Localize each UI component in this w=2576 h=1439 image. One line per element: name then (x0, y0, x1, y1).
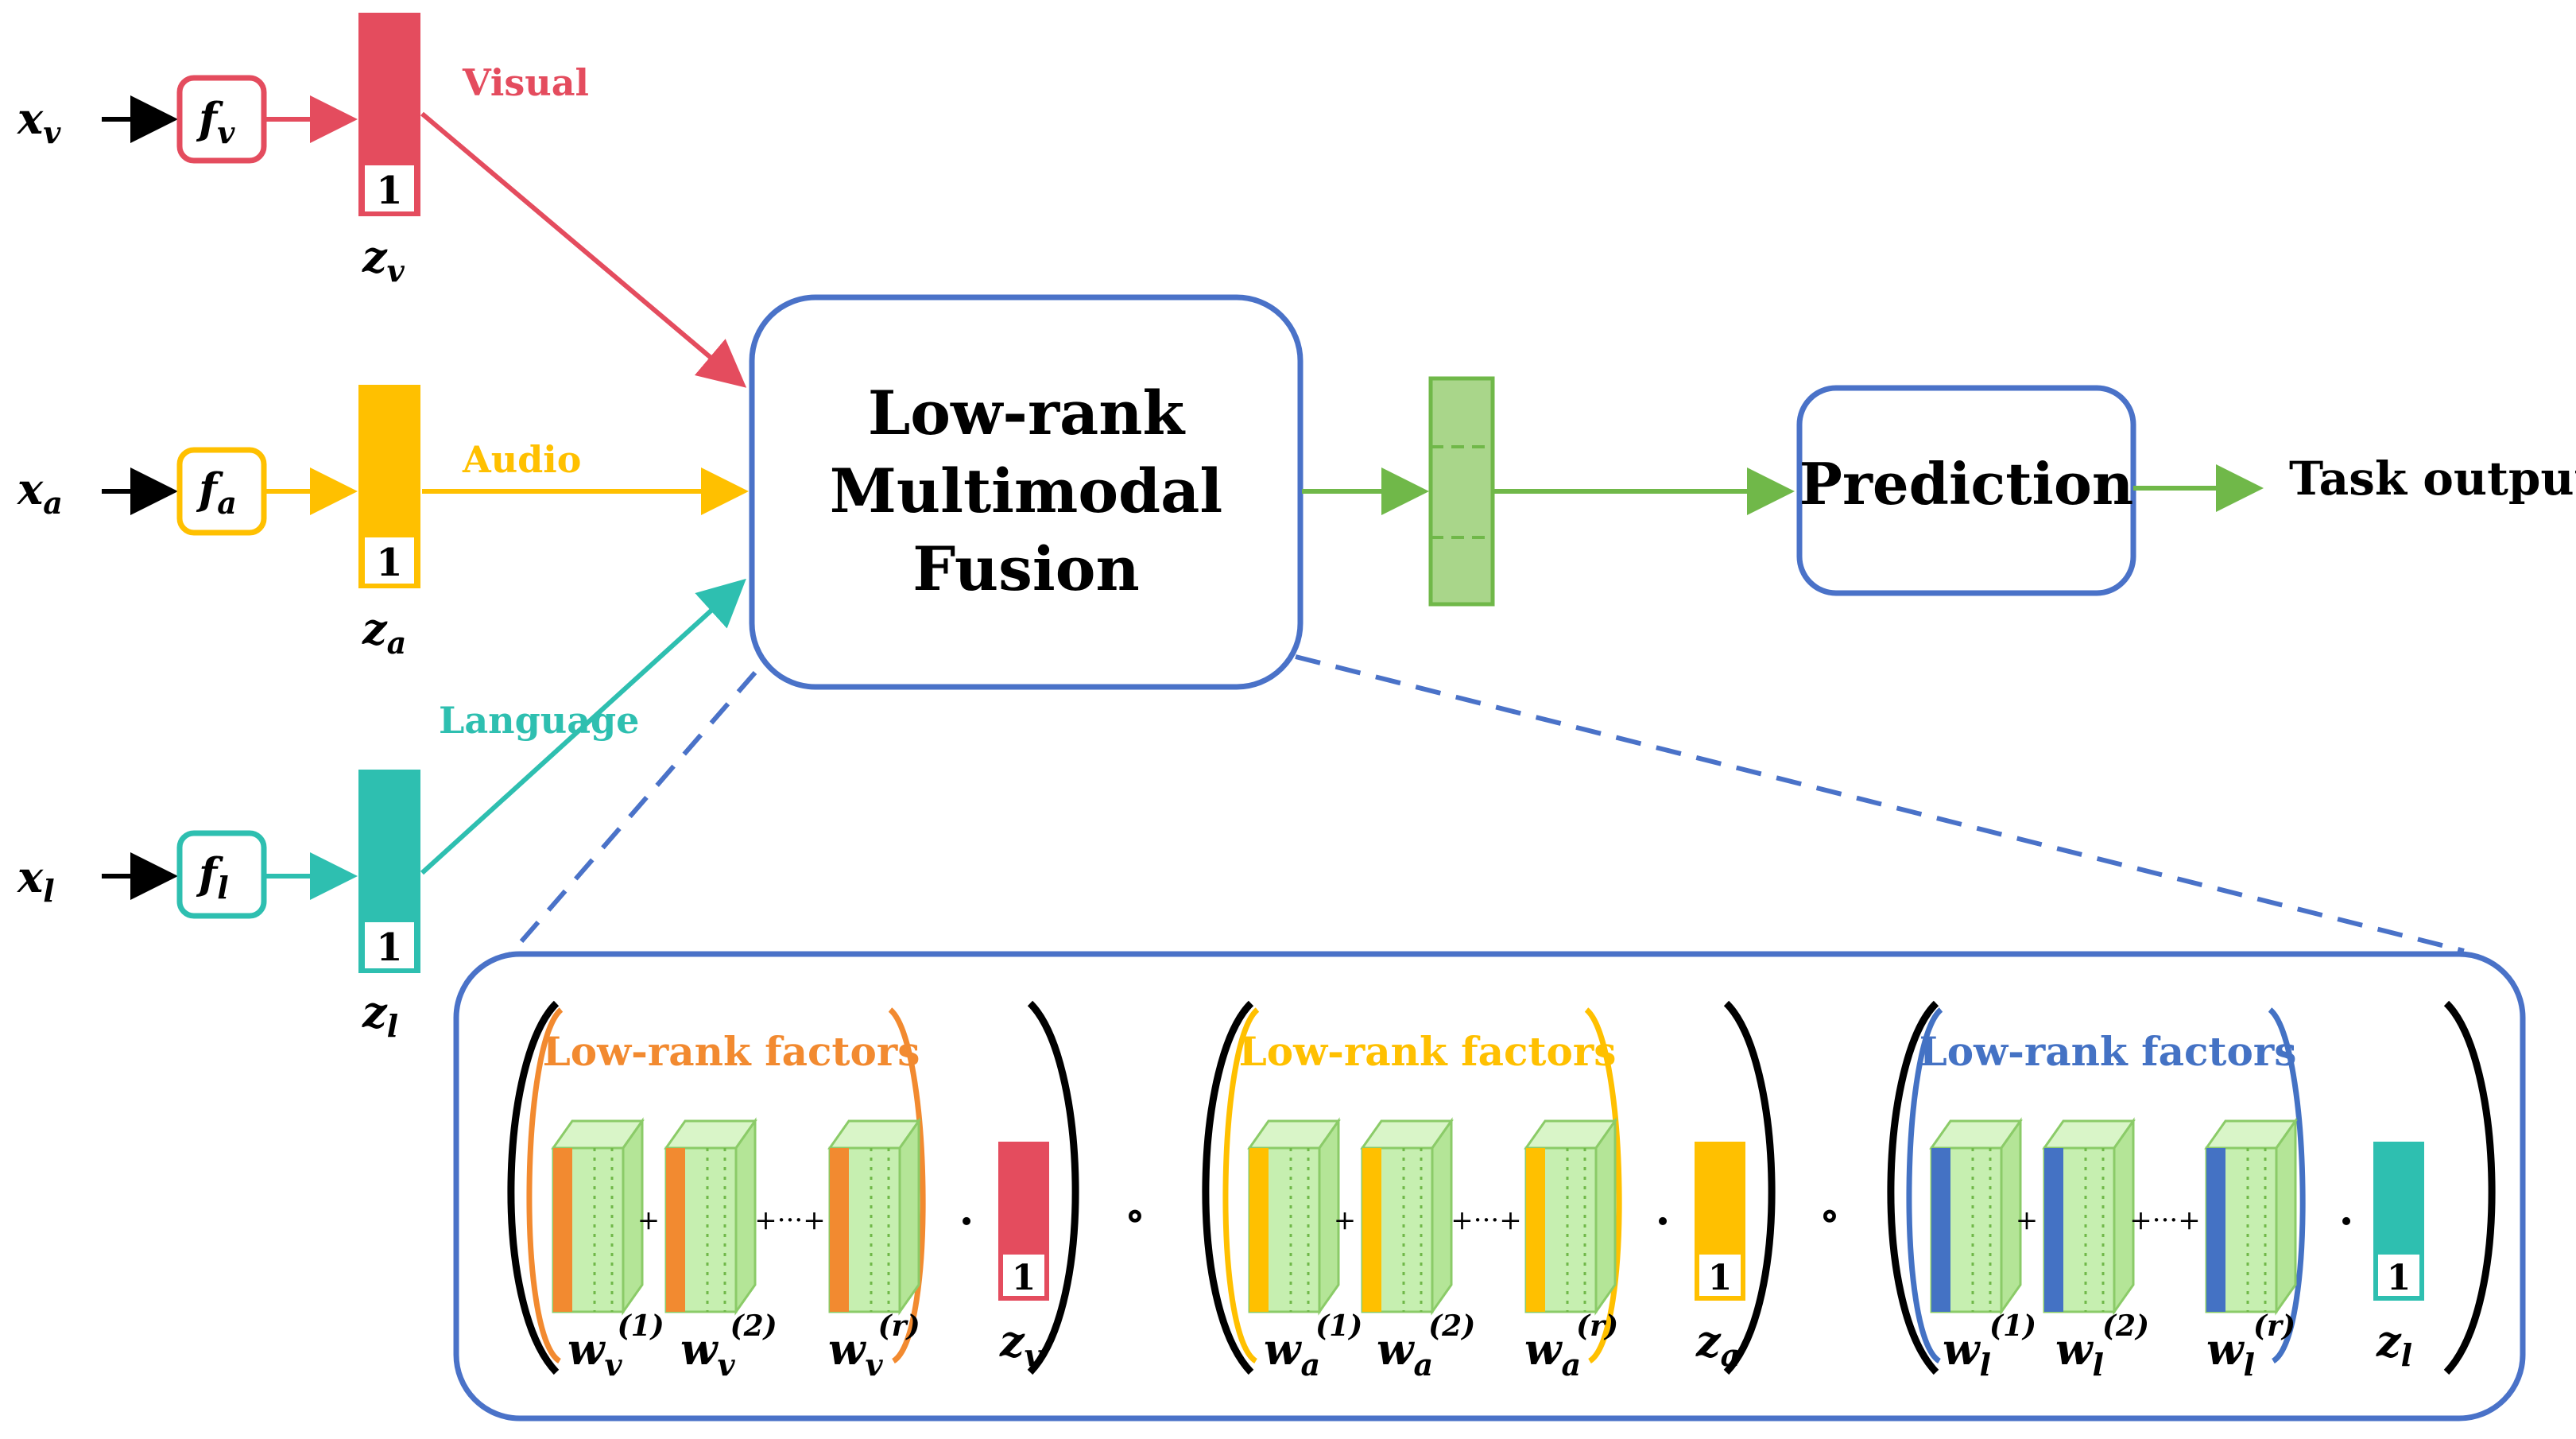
task-output-label: Task output (2289, 452, 2576, 506)
factor-bracket-left-l (1906, 1007, 1943, 1364)
language-input-row: xl fl 1 zl Language (17, 578, 746, 1044)
x-v-label: xv (17, 93, 61, 150)
outer-paren-left-a (1202, 1000, 1254, 1375)
plus-v-1: + (637, 1204, 660, 1236)
w-v-r-label: wv(r) (828, 1309, 920, 1383)
factor-group-visual: Low-rank factors + +···+ wv(1) (507, 1000, 1146, 1383)
z-a-detail-one-cell (1699, 1255, 1741, 1296)
z-v-one-cell (365, 165, 414, 211)
z-a-label: za (362, 603, 406, 661)
x-l-label: xl (17, 851, 55, 909)
factor-bracket-right-a (1584, 1007, 1622, 1364)
z-v-detail-one-cell (1003, 1255, 1044, 1296)
z-v-detail-label: zv (999, 1316, 1043, 1373)
audio-input-row: xa fa 1 za Audio (17, 385, 749, 661)
outer-paren-left-v (507, 1000, 560, 1375)
tensor-w-v-1 (551, 1117, 645, 1316)
tensor-w-l-2 (2042, 1117, 2136, 1316)
tensor-w-a-2 (1360, 1117, 1454, 1316)
visual-to-fusion-arrow (420, 111, 747, 388)
z-a-detail-one: 1 (1708, 1258, 1733, 1298)
prediction-label: Prediction (1799, 450, 2133, 518)
outer-paren-left-l (1887, 1000, 1939, 1375)
z-a-one: 1 (376, 541, 402, 585)
factor-title-v: Low-rank factors (543, 1028, 920, 1075)
w-l-1-label: wl(1) (1943, 1309, 2036, 1383)
tensor-w-v-r (827, 1117, 921, 1316)
factor-title-a: Low-rank factors (1239, 1028, 1617, 1075)
visual-input-row: xv fv 1 zv Visual (17, 13, 747, 388)
z-a-detail-label: za (1695, 1316, 1740, 1373)
plus-l-2: +···+ (2129, 1204, 2200, 1236)
factor-bracket-right-v (888, 1007, 926, 1364)
audio-modality-label: Audio (462, 438, 581, 481)
w-l-r-label: wl(r) (2206, 1309, 2295, 1383)
dot-v: . (959, 1184, 974, 1235)
tensor-w-a-r (1524, 1117, 1617, 1316)
x-a-label: xa (17, 464, 63, 521)
z-v-detail-one: 1 (1012, 1258, 1036, 1298)
plus-v-2: +···+ (754, 1204, 825, 1236)
factor-title-l: Low-rank factors (1919, 1028, 2297, 1075)
w-a-1-label: wa(1) (1264, 1309, 1362, 1383)
z-a-one-cell (365, 537, 414, 584)
tensor-w-a-1 (1247, 1117, 1341, 1316)
factor-bracket-left-a (1222, 1007, 1260, 1364)
plus-l-1: + (2016, 1204, 2039, 1236)
z-l-one: 1 (376, 925, 402, 970)
compose-v-a: ∘ (1125, 1191, 1146, 1239)
tensor-w-l-r (2204, 1117, 2298, 1316)
z-l-one-cell (365, 922, 414, 968)
fusion-title-line2: Multimodal (830, 456, 1223, 526)
w-l-2-label: wl(2) (2055, 1309, 2149, 1383)
compose-a-l: ∘ (1819, 1191, 1841, 1239)
visual-modality-label: Visual (462, 61, 589, 104)
plus-a-1: + (1334, 1204, 1357, 1236)
w-v-1-label: wv(1) (567, 1309, 664, 1383)
factor-group-audio: Low-rank factors + +···+ wa(1) (1202, 1000, 1841, 1383)
fusion-title-line1: Low-rank (868, 378, 1186, 448)
dot-a: . (1656, 1184, 1671, 1235)
w-v-2-label: wv(2) (680, 1309, 777, 1383)
w-a-r-label: wa(r) (1524, 1309, 1618, 1383)
factor-bracket-right-l (2268, 1007, 2306, 1364)
outer-paren-right-v (1027, 1000, 1079, 1375)
fusion-box (749, 294, 1303, 690)
z-l-detail-one: 1 (2387, 1258, 2411, 1298)
z-l-detail-one-cell (2378, 1255, 2419, 1296)
fusion-block: Low-rank Multimodal Fusion (749, 294, 1303, 690)
z-v-label: zv (362, 231, 405, 289)
w-a-2-label: wa(2) (1377, 1309, 1475, 1383)
tensor-w-v-2 (664, 1117, 757, 1316)
z-l-label: zl (362, 987, 398, 1044)
language-to-fusion-arrow (420, 578, 746, 875)
factor-bracket-left-v (526, 1007, 564, 1364)
dot-l: . (2339, 1184, 2354, 1235)
zoom-line-right (1295, 654, 2465, 953)
tensor-w-l-1 (1929, 1117, 2023, 1316)
zoom-line-left (498, 671, 757, 967)
factor-group-language: Low-rank factors + +···+ wl(1) (1887, 1000, 2496, 1383)
z-l-detail-label: zl (2376, 1316, 2412, 1373)
fusion-title-line3: Fusion (912, 533, 1139, 604)
plus-a-2: +···+ (1451, 1204, 1521, 1236)
fused-vector (1428, 376, 1495, 607)
z-v-one: 1 (376, 169, 402, 213)
fused-representation (1302, 376, 1795, 607)
prediction-block: Prediction Task output (1796, 385, 2576, 596)
outer-paren-right-a (1723, 1000, 1776, 1375)
outer-paren-right-l (2443, 1000, 2496, 1375)
